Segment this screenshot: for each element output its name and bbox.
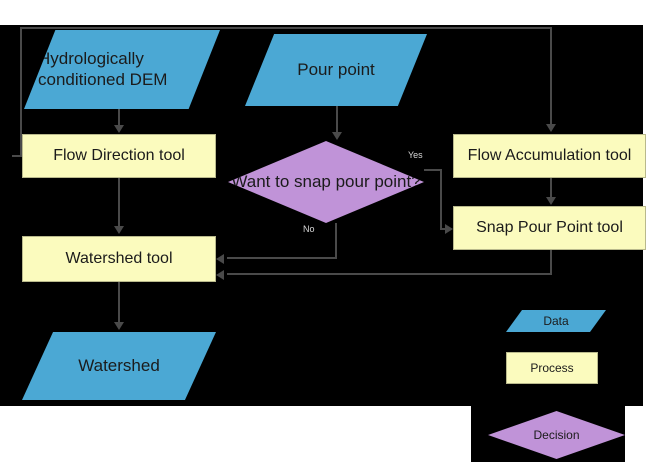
legend-label: Data — [543, 313, 569, 328]
connector-pour-to-decision — [336, 106, 338, 133]
arrowhead-flowdir-to-flowacc — [546, 124, 556, 132]
node-flow-direction-tool[interactable]: Flow Direction tool — [22, 134, 216, 178]
connector-yes-drop — [440, 169, 442, 229]
connector-snap-run — [227, 273, 552, 275]
arrowhead-dem-to-flowdir — [114, 125, 124, 133]
arrowhead-wshedtool-to-watershed — [114, 322, 124, 330]
connector-flowdir-left-stub — [12, 155, 24, 157]
node-hydrologically-conditioned-dem[interactable]: Hydrologically conditioned DEM — [24, 30, 220, 109]
connector-yes-out — [424, 169, 442, 171]
edge-label-no: No — [303, 224, 315, 234]
connector-snap-drop — [550, 250, 552, 275]
legend-label: Process — [530, 360, 574, 375]
arrowhead-flowacc-to-snap — [546, 197, 556, 205]
connector-yes-in — [440, 228, 446, 230]
connector-no-run — [227, 257, 337, 259]
node-label: Watershed — [78, 355, 160, 375]
node-pour-point[interactable]: Pour point — [245, 34, 427, 106]
edge-label-yes: Yes — [408, 150, 423, 160]
node-label: Pour point — [297, 59, 375, 79]
node-snap-pour-point-tool[interactable]: Snap Pour Point tool — [453, 206, 646, 250]
connector-flowacc-to-snap — [550, 178, 552, 198]
node-label: Flow Direction tool — [53, 147, 185, 165]
node-label: Hydrologically conditioned DEM — [38, 48, 168, 89]
arrowhead-snap-to-wshedtool — [216, 270, 224, 280]
legend-item-data: Data — [506, 310, 606, 332]
arrowhead-pour-to-decision — [332, 132, 342, 140]
connector-no-drop — [335, 223, 337, 259]
connector-wshedtool-to-watershed — [118, 282, 120, 323]
connector-top-rail — [20, 27, 552, 29]
node-watershed[interactable]: Watershed — [22, 332, 216, 400]
node-label: Want to snap pour point? — [231, 171, 421, 191]
legend-label: Decision — [533, 427, 580, 442]
connector-to-flowacc-drop — [550, 27, 552, 125]
connector-flowdir-riser — [20, 27, 22, 157]
connector-flowdir-to-wshedtool — [118, 178, 120, 227]
node-watershed-tool[interactable]: Watershed tool — [22, 236, 216, 282]
arrowhead-no-to-wshedtool — [216, 254, 224, 264]
legend-item-process: Process — [506, 352, 598, 384]
node-label: Watershed tool — [65, 250, 173, 268]
node-label: Flow Accumulation tool — [467, 147, 632, 165]
arrowhead-yes-to-snap — [445, 224, 453, 234]
arrowhead-flowdir-to-wshedtool — [114, 226, 124, 234]
node-label: Snap Pour Point tool — [476, 219, 623, 237]
connector-dem-to-flowdir — [118, 109, 120, 126]
node-flow-accumulation-tool[interactable]: Flow Accumulation tool — [453, 134, 646, 178]
